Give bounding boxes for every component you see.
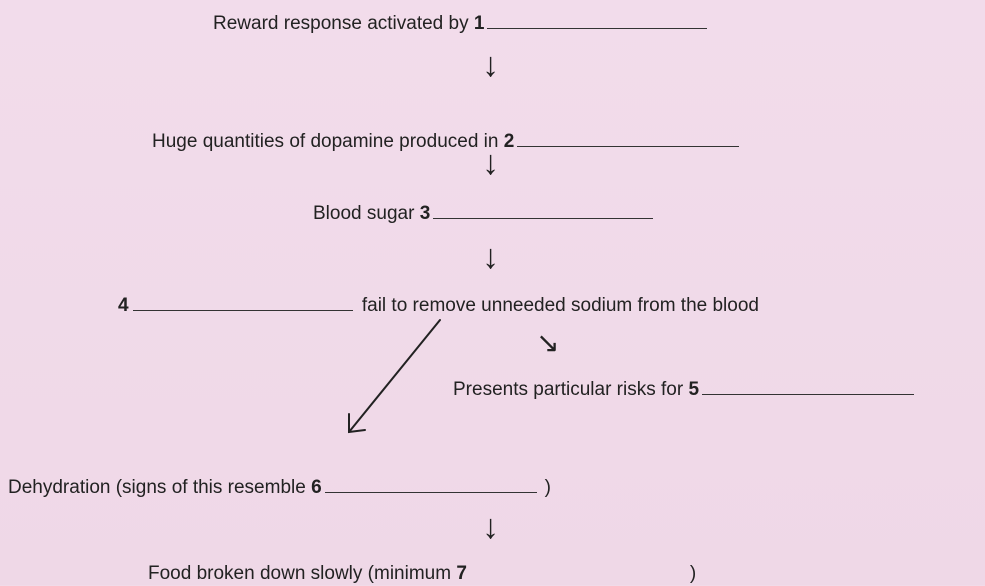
step-7: Food broken down slowly (minimum 7) xyxy=(148,560,696,586)
step-6-close: ) xyxy=(544,477,551,498)
step-2-text: Huge quantities of dopamine produced in xyxy=(152,131,504,152)
answer-blank-5[interactable] xyxy=(702,376,915,395)
step-1-number: 1 xyxy=(473,13,485,34)
step-5: Presents particular risks for 5 xyxy=(453,376,915,402)
step-3: Blood sugar 3 xyxy=(313,200,654,226)
answer-blank-6[interactable] xyxy=(324,474,537,493)
step-4-number: 4 xyxy=(118,295,129,316)
step-2-number: 2 xyxy=(503,131,515,152)
diagonal-down-right-arrow-icon: ↘ xyxy=(536,327,560,358)
step-3-number: 3 xyxy=(419,203,431,224)
answer-blank-1[interactable] xyxy=(487,10,708,29)
down-arrow-icon: ↓ xyxy=(482,144,499,182)
step-7-number: 7 xyxy=(456,563,467,584)
step-1: Reward response activated by 1 xyxy=(213,10,708,36)
answer-blank-2[interactable] xyxy=(517,128,740,147)
down-arrow-icon: ↓ xyxy=(482,508,499,546)
step-7-close: ) xyxy=(689,563,697,584)
down-arrow-icon: ↓ xyxy=(482,46,499,84)
step-5-number: 5 xyxy=(688,379,700,400)
step-6-text: Dehydration (signs of this resemble xyxy=(8,477,312,498)
step-6-number: 6 xyxy=(311,477,322,498)
step-7-text: Food broken down slowly (minimum xyxy=(148,563,457,584)
diagonal-down-left-arrow-icon xyxy=(348,319,441,434)
answer-blank-4[interactable] xyxy=(132,292,353,311)
step-5-text: Presents particular risks for xyxy=(453,379,689,400)
step-3-text: Blood sugar xyxy=(313,203,420,224)
down-arrow-icon: ↓ xyxy=(482,238,499,276)
step-2: Huge quantities of dopamine produced in … xyxy=(152,128,740,154)
step-6: Dehydration (signs of this resemble 6) xyxy=(8,474,551,500)
step-4: 4 fail to remove unneeded sodium from th… xyxy=(118,292,759,318)
step-1-text: Reward response activated by xyxy=(213,13,474,34)
step-4-text: fail to remove unneeded sodium from the … xyxy=(356,295,759,316)
answer-blank-7[interactable] xyxy=(470,560,682,579)
answer-blank-3[interactable] xyxy=(433,200,654,219)
